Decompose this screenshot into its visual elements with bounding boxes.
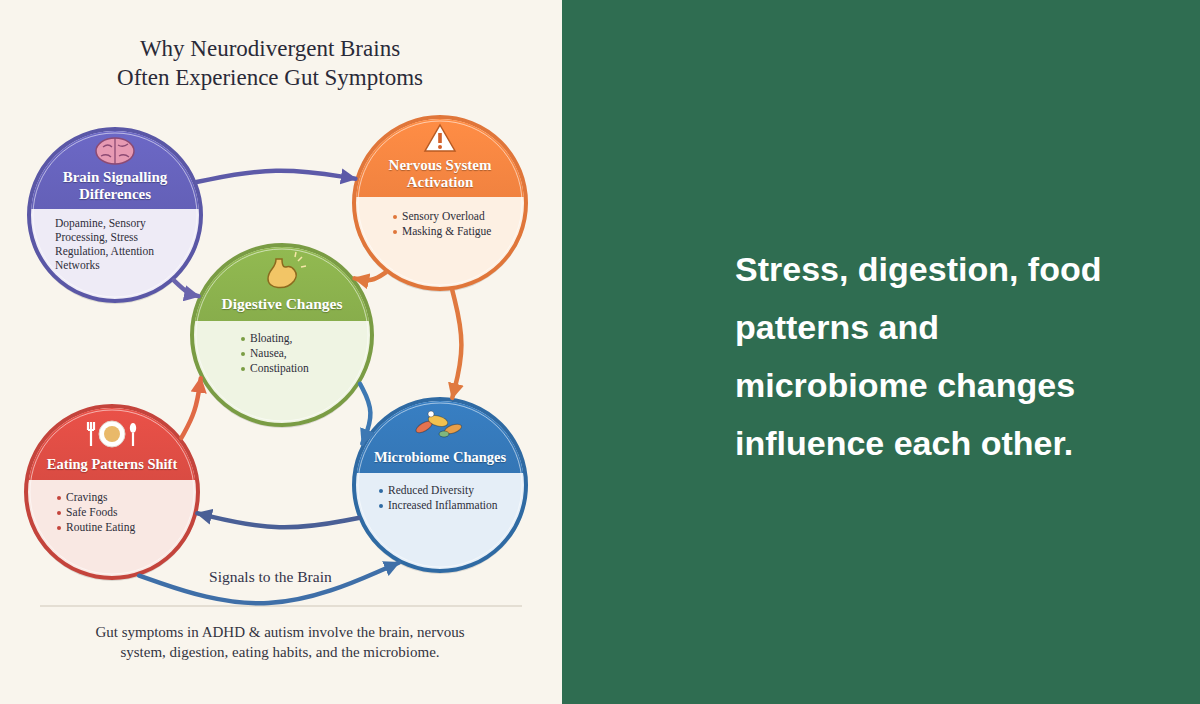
- cutlery-icon: [88, 422, 133, 446]
- bullet-item: Bloating,: [240, 331, 350, 346]
- node-body: Sensory OverloadMasking & Fatigue: [392, 209, 510, 239]
- node-icon: [96, 138, 134, 164]
- circle-shadow: [353, 118, 527, 292]
- bullet-item: Sensory Overload: [392, 209, 510, 224]
- circle-header-band: [28, 408, 196, 480]
- diagram-caption: Gut symptoms in ADHD & autism involve th…: [80, 622, 480, 662]
- flow-arrow: [174, 280, 199, 296]
- bullet-item: Increased Inflammation: [378, 498, 514, 513]
- bullet-item: Reduced Diversity: [378, 483, 514, 498]
- circle-body: [354, 117, 526, 289]
- circle-inner-ring: [30, 410, 194, 574]
- bullet-item: Cravings: [56, 490, 176, 505]
- node-body: Reduced DiversityIncreased Inflammation: [378, 483, 514, 513]
- node-icon: [268, 252, 306, 288]
- node-body: Bloating,Nausea,Constipation: [240, 331, 350, 376]
- circle-inner-ring: [33, 133, 197, 297]
- circle-shadow: [25, 407, 199, 581]
- flow-arrow: [197, 171, 356, 182]
- node-icon: [414, 411, 463, 437]
- circle-body: [29, 129, 201, 301]
- circle-outline: [24, 404, 200, 580]
- node-body: Dopamine, Sensory Processing, Stress Reg…: [55, 216, 179, 272]
- node-heading: Eating Patterns Shift: [32, 456, 192, 473]
- stomach-icon: [268, 259, 296, 288]
- bacteria-icon: [428, 411, 434, 417]
- circle-inner-ring: [358, 403, 522, 567]
- spoon-icon: [130, 423, 136, 433]
- edge-label: Signals to the Brain: [209, 568, 332, 586]
- left-panel: Why Neurodivergent Brains Often Experien…: [0, 0, 562, 704]
- right-panel: Stress, digestion, food patterns and mic…: [562, 0, 1200, 704]
- circle-inner-ring: [358, 121, 522, 285]
- divider-line: [40, 605, 522, 606]
- circle-body: [354, 399, 526, 571]
- brain-icon: [96, 138, 134, 164]
- circle-shadow: [191, 246, 373, 428]
- node-heading: Microbiome Changes: [360, 449, 520, 466]
- circle-outline: [27, 127, 203, 303]
- warning-mark: [438, 133, 442, 143]
- circle-shadow: [28, 130, 202, 304]
- warning-icon: [425, 125, 455, 151]
- circle-header-band: [194, 247, 370, 321]
- circle-node: Digestive ChangesBloating,Nausea,Constip…: [190, 243, 374, 427]
- circle-node: Nervous System ActivationSensory Overloa…: [352, 115, 528, 291]
- circle-node: Microbiome ChangesReduced DiversityIncre…: [352, 397, 528, 573]
- bullet-item: Constipation: [240, 361, 350, 376]
- circle-header-band: [356, 119, 524, 197]
- circle-outline: [352, 115, 528, 291]
- circle-shadow: [353, 400, 527, 574]
- circle-inner-ring: [196, 249, 368, 421]
- node-icon: [88, 421, 136, 447]
- circle-header-band: [356, 401, 524, 473]
- circle-node: Brain Signalling DifferencesDopamine, Se…: [27, 127, 203, 303]
- flow-arrow: [197, 513, 358, 527]
- flow-arrow: [452, 290, 461, 398]
- node-heading: Brain Signalling Differences: [50, 169, 180, 203]
- node-heading: Nervous System Activation: [375, 157, 505, 191]
- connector-layer: [0, 0, 562, 704]
- panel-statement: Stress, digestion, food patterns and mic…: [735, 240, 1115, 472]
- node-icon: [425, 125, 455, 151]
- circle-node: Eating Patterns ShiftCravingsSafe FoodsR…: [24, 404, 200, 580]
- node-description: Dopamine, Sensory Processing, Stress Reg…: [55, 216, 179, 272]
- diagram-title: Why Neurodivergent Brains Often Experien…: [105, 34, 435, 92]
- bacteria-icon: [439, 431, 449, 437]
- circle-header-band: [31, 131, 199, 209]
- bullet-item: Routine Eating: [56, 520, 176, 535]
- plate-icon: [99, 421, 125, 447]
- warning-dot: [438, 145, 442, 149]
- flow-arrow: [360, 384, 370, 444]
- node-heading: Digestive Changes: [202, 295, 362, 312]
- sparkle-lines: [295, 252, 306, 267]
- bullet-item: Safe Foods: [56, 505, 176, 520]
- bullet-item: Masking & Fatigue: [392, 224, 510, 239]
- flow-arrow: [139, 563, 398, 604]
- circle-body: [26, 406, 198, 578]
- bullet-item: Nausea,: [240, 346, 350, 361]
- flow-arrow: [354, 272, 385, 280]
- brain-folds: [101, 138, 129, 164]
- flow-arrow: [181, 378, 200, 438]
- circle-body: [192, 245, 372, 425]
- node-body: CravingsSafe FoodsRoutine Eating: [56, 490, 176, 535]
- plate-food: [104, 426, 120, 442]
